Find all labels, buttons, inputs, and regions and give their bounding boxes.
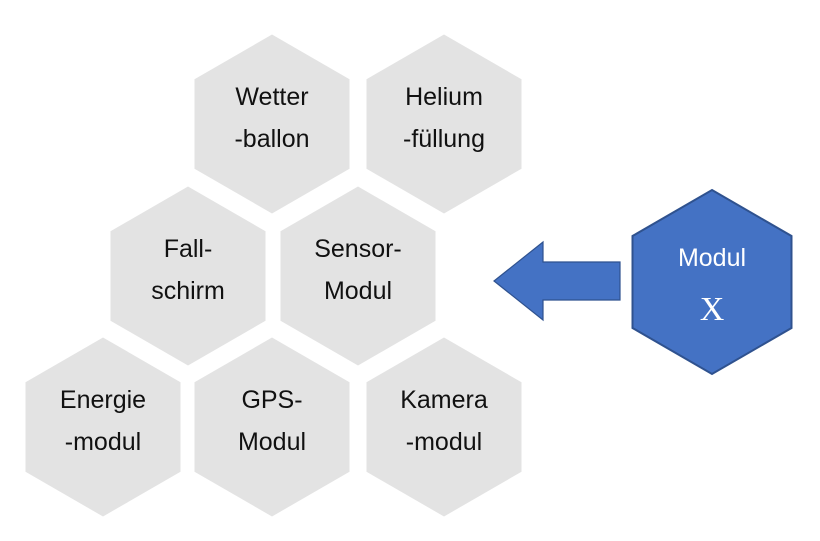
module-hex-shape xyxy=(194,337,350,517)
module-label-line2: -modul xyxy=(65,428,141,456)
module-hex-energiemodul[interactable]: Energie -modul xyxy=(25,337,181,517)
hex-cluster: Wetter-ballonHelium-füllungFall-schirmSe… xyxy=(25,34,522,517)
module-hex-shape xyxy=(366,337,522,517)
module-hex-shape xyxy=(366,34,522,214)
module-hex-shape xyxy=(25,337,181,517)
module-hex-gpsmodul[interactable]: GPS- Modul xyxy=(194,337,350,517)
module-hex-shape xyxy=(194,34,350,214)
module-label-line1: Helium xyxy=(405,83,483,111)
new-module-label-line2: X xyxy=(700,291,725,328)
module-label-line2: schirm xyxy=(151,277,225,305)
module-label-line2: -füllung xyxy=(403,125,485,153)
module-label-line2: Modul xyxy=(324,277,392,305)
module-hex-heliumfuellung[interactable]: Helium -füllung xyxy=(366,34,522,214)
module-label-line2: Modul xyxy=(238,428,306,456)
new-module-hex[interactable]: Modul X xyxy=(631,188,793,376)
new-module-hex-shape xyxy=(631,188,793,376)
module-label-line1: Wetter xyxy=(235,83,308,111)
module-label-line1: Fall- xyxy=(164,235,213,263)
arrow-left-icon xyxy=(493,240,621,322)
module-label-line1: Energie xyxy=(60,386,146,414)
module-hex-fallschirm[interactable]: Fall-schirm xyxy=(110,186,266,366)
module-hex-wetterballon[interactable]: Wetter -ballon xyxy=(194,34,350,214)
new-module-label-line1: Modul xyxy=(678,244,746,272)
module-label-line1: GPS- xyxy=(241,386,302,414)
module-label-line1: Sensor- xyxy=(314,235,402,263)
module-label-line1: Kamera xyxy=(400,386,488,414)
module-label-line2: -ballon xyxy=(234,125,309,153)
module-label-line2: -modul xyxy=(406,428,482,456)
module-hex-shape xyxy=(110,186,266,366)
module-hex-sensormodul[interactable]: Sensor- Modul xyxy=(280,186,436,366)
module-hex-kameramodul[interactable]: Kamera -modul xyxy=(366,337,522,517)
module-hex-shape xyxy=(280,186,436,366)
